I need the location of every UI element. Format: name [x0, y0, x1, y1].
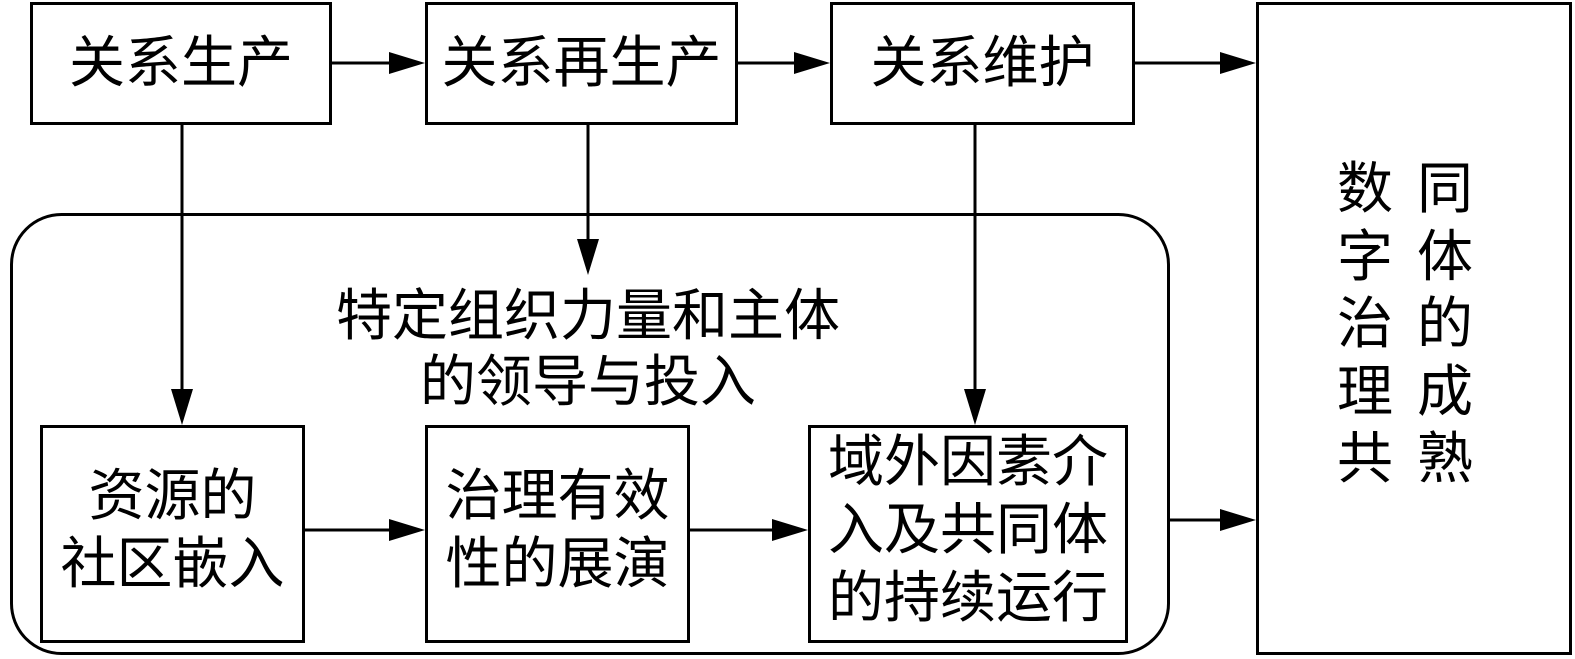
governance-performance-line-1: 治理有效	[445, 466, 670, 528]
leadership-container-frame	[10, 213, 1170, 655]
arrow-reproduction-to-maintenance	[738, 52, 830, 74]
leadership-text-line-2: 的领导与投入	[420, 352, 756, 414]
relation-maintenance-label: 关系维护	[870, 32, 1095, 95]
outcome-text-column-2: 同体的成熟	[1417, 159, 1473, 491]
arrow-maintenance-to-outcome	[1135, 52, 1256, 74]
external-factors-line-1: 域外因素介	[828, 432, 1108, 494]
resource-embedding-line-2: 社区嵌入	[60, 534, 285, 596]
outcome-text-column-1: 数字治理共	[1337, 159, 1393, 491]
relation-reproduction-box: 关系再生产	[425, 2, 738, 125]
external-factors-line-2: 入及共同体	[828, 500, 1108, 562]
arrow-container-to-outcome	[1170, 509, 1256, 531]
arrow-maintenance-to-external-factors	[964, 125, 986, 425]
relation-reproduction-label: 关系再生产	[441, 32, 722, 95]
relation-production-label: 关系生产	[69, 32, 293, 95]
arrow-resource-to-performance	[305, 519, 425, 541]
resource-embedding-line-1: 资源的	[88, 466, 257, 528]
governance-performance-line-2: 性的展演	[445, 534, 670, 596]
external-factors-line-3: 的持续运行	[828, 568, 1108, 630]
external-factors-box: 域外因素介 入及共同体 的持续运行	[808, 425, 1128, 643]
resource-embedding-box: 资源的 社区嵌入	[40, 425, 305, 643]
leadership-text: 特定组织力量和主体 的领导与投入	[288, 284, 888, 416]
arrow-production-to-resource-embedding	[171, 125, 193, 425]
relation-maintenance-box: 关系维护	[830, 2, 1135, 125]
arrow-production-to-reproduction	[332, 52, 425, 74]
arrow-performance-to-external-factors	[690, 519, 808, 541]
leadership-text-line-1: 特定组织力量和主体	[336, 286, 840, 348]
governance-performance-box: 治理有效 性的展演	[425, 425, 690, 643]
arrow-reproduction-to-leadership	[577, 125, 599, 275]
relation-production-box: 关系生产	[30, 2, 332, 125]
outcome-box	[1256, 2, 1572, 655]
